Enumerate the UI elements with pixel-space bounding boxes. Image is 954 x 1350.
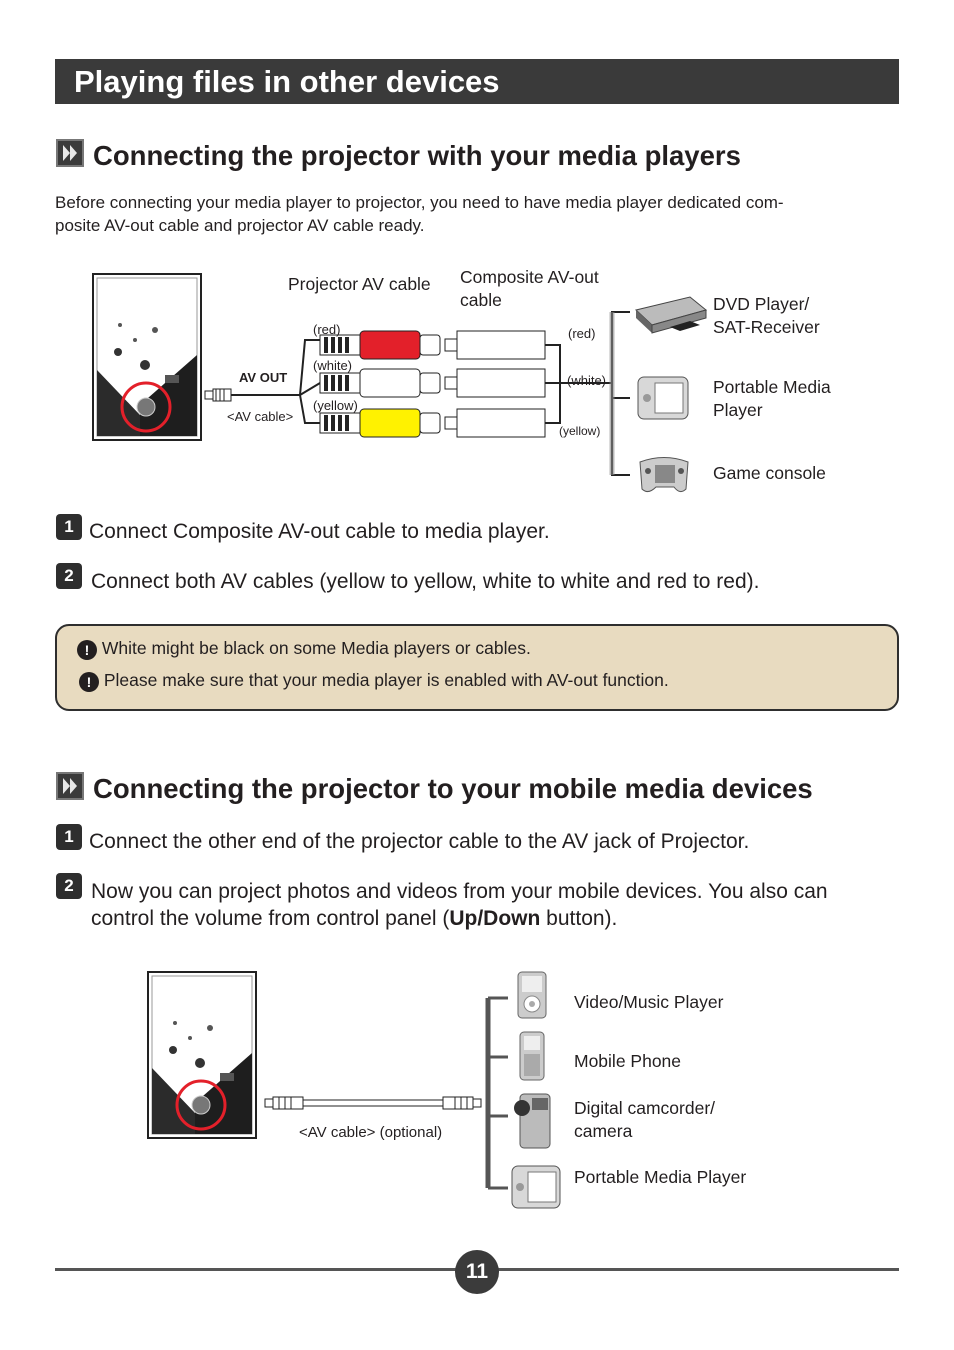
- label-projector-av-cable: Projector AV cable: [288, 274, 431, 294]
- projector-image: [147, 971, 257, 1139]
- label-digital-camcorder: Digital camcorder/ camera: [574, 1098, 716, 1141]
- mobile-phone-icon: [519, 1031, 545, 1081]
- label-portable-media-player-2: Portable Media Player: [574, 1167, 747, 1187]
- note-text: White might be black on some Media playe…: [101, 638, 531, 658]
- label-av-cable: <AV cable>: [227, 409, 294, 424]
- dvd-player-icon: [634, 296, 708, 334]
- step-text: Connect the other end of the projector c…: [89, 830, 750, 853]
- page-title-bar: Playing files in other devices: [55, 59, 899, 104]
- label-mobile-phone: Mobile Phone: [574, 1051, 682, 1071]
- warning-icon: !: [77, 640, 97, 660]
- label-white-left: (white): [313, 358, 353, 373]
- label-white-right: (white): [567, 373, 607, 388]
- step-badge: 2: [56, 563, 82, 589]
- step-text-before: Now you can project photos and videos fr…: [91, 880, 828, 930]
- step-text-bold: Up/Down: [449, 907, 541, 930]
- label-composite-cable: Composite AV-out cable: [460, 267, 599, 310]
- section1-intro: Before connecting your media player to p…: [55, 193, 784, 235]
- rca-plug-red: [319, 330, 441, 360]
- composite-cable-plugs: [444, 311, 630, 476]
- label-dvd-player: DVD Player/ SAT-Receiver: [713, 294, 820, 337]
- digital-camcorder-icon: [514, 1093, 551, 1149]
- video-music-player-icon: [517, 971, 547, 1019]
- section-arrow-icon: [56, 772, 84, 800]
- note-row: ! Please make sure that your media playe…: [79, 670, 669, 692]
- av-jack-highlight-circle: [175, 1079, 227, 1131]
- av-jack-highlight-circle: [120, 381, 172, 433]
- label-yellow-right: (yellow): [559, 424, 601, 438]
- step-badge: 1: [56, 514, 82, 540]
- portable-media-player-icon: [511, 1165, 561, 1209]
- label-red-right: (red): [568, 326, 596, 341]
- page-title: Playing files in other devices: [74, 64, 500, 99]
- step-text: Connect both AV cables (yellow to yellow…: [91, 570, 760, 593]
- label-video-music-player: Video/Music Player: [574, 992, 724, 1012]
- portable-media-player-icon: [637, 376, 689, 420]
- step-badge: 2: [56, 873, 82, 899]
- warning-icon: !: [79, 672, 99, 692]
- label-red-left: (red): [313, 322, 341, 337]
- av-cable-plug: [204, 339, 321, 424]
- label-av-cable-optional: <AV cable> (optional): [299, 1124, 443, 1141]
- rca-plug-yellow: [319, 408, 441, 438]
- page-number: 11: [455, 1250, 499, 1294]
- section-arrow-icon: [56, 139, 84, 167]
- diagram-mobile-devices: [147, 971, 561, 1209]
- rca-plug-white: [319, 368, 441, 398]
- diagram-media-players: [92, 273, 708, 493]
- step-text: Connect Composite AV-out cable to media …: [89, 520, 550, 543]
- label-portable-media-player: Portable Media Player: [713, 377, 831, 420]
- note-row: ! White might be black on some Media pla…: [77, 638, 531, 660]
- step-text-after: button).: [540, 907, 618, 930]
- projector-image: [92, 273, 202, 441]
- section1-title: Connecting the projector with your media…: [93, 140, 741, 171]
- step-badge: 1: [56, 824, 82, 850]
- label-av-out: AV OUT: [239, 370, 288, 385]
- note-text: Please make sure that your media player …: [103, 670, 669, 690]
- av-cable-optional-drawing: [264, 996, 508, 1190]
- note-box: ! White might be black on some Media pla…: [55, 624, 899, 711]
- section2-title: Connecting the projector to your mobile …: [93, 773, 813, 804]
- step-text-volume: Now you can project photos and videos fr…: [91, 878, 891, 932]
- game-console-icon: [639, 457, 689, 493]
- label-game-console: Game console: [713, 463, 826, 483]
- label-yellow-left: (yellow): [313, 398, 358, 413]
